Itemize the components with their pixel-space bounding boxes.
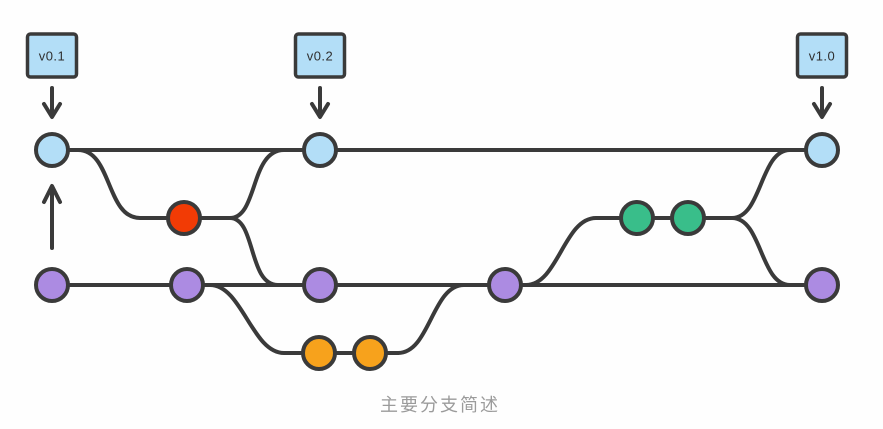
branch-edge-orange-merge-lower	[396, 283, 466, 355]
branch-edge-green-branch-out	[524, 216, 734, 287]
branch-edges-layer	[50, 148, 824, 355]
branch-edge-red-branch-out	[76, 148, 232, 220]
commit-node-blue-commit-1	[34, 132, 70, 168]
commit-node-blue-commit-3	[804, 132, 840, 168]
version-tag-box-0	[25, 32, 79, 79]
branch-edge-red-merge-top	[228, 148, 286, 220]
commit-node-orange-commit-2	[352, 335, 388, 371]
branch-edge-green-merge-lower	[730, 216, 792, 287]
commit-node-purple-commit-1	[34, 267, 70, 303]
commit-node-orange-commit-1	[301, 335, 337, 371]
arrows-layer	[42, 86, 832, 250]
commit-node-purple-commit-5	[804, 267, 840, 303]
version-tag-box-1	[293, 32, 347, 79]
version-tag-label-0: v0.1	[39, 49, 66, 64]
branch-edge-green-merge-top	[730, 148, 792, 220]
branch-edge-red-merge-lower	[228, 216, 280, 287]
diagram-caption: 主要分支简述	[380, 395, 500, 415]
version-tag-label-2: v1.0	[809, 49, 836, 64]
commit-node-green-commit-1	[619, 200, 655, 236]
tag-arrow-v0-1-head-down-icon	[42, 102, 62, 119]
tag-arrow-v1-0-head-down-icon	[812, 102, 832, 119]
commit-node-purple-commit-2	[169, 267, 205, 303]
branch-edge-orange-branch-out	[208, 283, 400, 355]
commit-node-purple-commit-4	[487, 267, 523, 303]
commit-node-red-commit-1	[166, 200, 202, 236]
version-tag-box-2	[795, 32, 849, 79]
commit-node-blue-commit-2	[302, 132, 338, 168]
version-tags-layer: v0.1 v0.2 v1.0	[25, 32, 849, 79]
commit-nodes-layer	[34, 132, 840, 371]
version-tag-label-1: v0.2	[307, 49, 334, 64]
commit-node-purple-commit-3	[302, 267, 338, 303]
tag-arrow-v0-2-head-down-icon	[310, 102, 330, 119]
pointer-arrow-up-head-up-icon	[42, 184, 62, 204]
commit-node-green-commit-2	[670, 200, 706, 236]
